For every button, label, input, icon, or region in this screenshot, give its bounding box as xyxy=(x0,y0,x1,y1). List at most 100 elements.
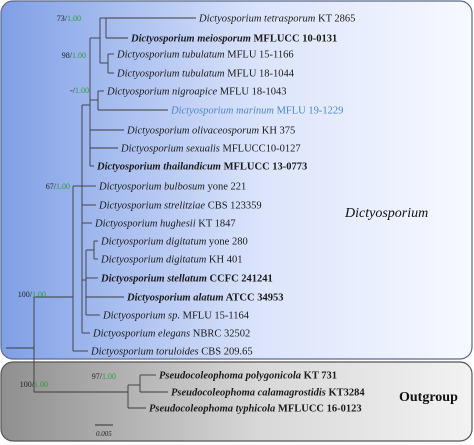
taxon-name: Dictyosporium meiosporum xyxy=(130,34,251,45)
taxon-name: Dictyosporium nigroapice xyxy=(106,87,217,98)
taxon-label: Dictyosporium marinum MFLU 19-1229 xyxy=(170,106,343,117)
support-separator: / xyxy=(30,290,33,299)
support-value: 100/1.00 xyxy=(20,380,48,389)
taxon-strain: KH 401 xyxy=(206,255,242,266)
taxon-strain: yone 280 xyxy=(206,237,247,248)
scale-bar-label: 0.005 xyxy=(96,430,112,438)
taxon-label: Dictyosporium tubulatum MFLU 18-1044 xyxy=(116,69,295,80)
taxon-label: Pseudocoleophoma calamagrostidis KT3284 xyxy=(171,388,365,399)
ml-bootstrap: 100 xyxy=(20,380,32,389)
support-separator: / xyxy=(32,380,35,389)
taxon-label: Dictyosporium tetrasporum KT 2865 xyxy=(198,14,355,25)
taxon-strain: MFLUCC 16-0123 xyxy=(275,404,361,415)
taxon-strain: CBS 123359 xyxy=(205,201,262,212)
taxon-strain: KT 731 xyxy=(301,371,337,382)
taxon-label: Dictyosporium tubulatum MFLU 15-1166 xyxy=(116,50,294,61)
ml-bootstrap: - xyxy=(70,86,73,95)
taxon-label: Pseudocoleophoma polygonicola KT 731 xyxy=(159,371,337,382)
taxon-name: Dictyosporium strelitziae xyxy=(98,201,205,212)
support-value: 100/1.00 xyxy=(18,290,46,299)
taxon-name: Dictyosporium toruloides xyxy=(90,347,199,358)
taxon-name: Dictyosporium stellatum xyxy=(100,274,207,285)
taxon-strain: NBRC 32502 xyxy=(190,329,250,340)
taxon-labels: Dictyosporium tetrasporum KT 2865Dictyos… xyxy=(90,14,365,415)
support-value: 98/1.00 xyxy=(62,51,86,60)
taxon-name: Dictyosporium bulbosum xyxy=(98,182,205,193)
ml-bootstrap: 73 xyxy=(57,14,65,23)
posterior-probability: 1.00 xyxy=(67,14,81,23)
taxon-strain: KT 2865 xyxy=(315,14,355,25)
taxon-label: Dictyosporium digitatum yone 280 xyxy=(100,237,248,248)
taxon-name: Pseudocoleophoma polygonicola xyxy=(159,371,301,382)
taxon-name: Dictyosporium elegans xyxy=(92,329,190,340)
taxon-label: Dictyosporium alatum ATCC 34953 xyxy=(126,293,283,304)
taxon-strain: KH 375 xyxy=(259,126,295,137)
taxon-name: Dictyosporium alatum xyxy=(126,293,224,304)
taxon-name: Dictyosporium sp. xyxy=(102,311,180,322)
support-separator: / xyxy=(54,182,57,191)
taxon-label: Dictyosporium sexualis MFLUCC10-0127 xyxy=(120,144,301,155)
support-value: 73/1.00 xyxy=(57,14,81,23)
support-separator: / xyxy=(70,51,73,60)
taxon-name: Dictyosporium hughesii xyxy=(94,219,196,230)
posterior-probability: 1.00 xyxy=(34,380,48,389)
taxon-strain: ATCC 34953 xyxy=(224,293,284,304)
support-separator: / xyxy=(100,372,103,381)
support-separator: / xyxy=(73,86,76,95)
taxon-strain: MFLU 15-1166 xyxy=(225,50,294,61)
taxon-label: Dictyosporium digitatum KH 401 xyxy=(100,255,242,266)
outgroup-background xyxy=(0,361,473,442)
taxon-label: Dictyosporium hughesii KT 1847 xyxy=(94,219,236,230)
taxon-name: Dictyosporium tetrasporum xyxy=(198,14,316,25)
taxon-name: Dictyosporium tubulatum xyxy=(116,69,225,80)
taxon-strain: KT 1847 xyxy=(196,219,236,230)
taxon-name: Pseudocoleophoma typhicola xyxy=(149,404,275,415)
taxon-name: Dictyosporium digitatum xyxy=(100,255,207,266)
support-separator: / xyxy=(65,14,68,23)
taxon-label: Dictyosporium thailandicum MFLUCC 13-077… xyxy=(96,162,307,173)
ingroup-background xyxy=(0,0,473,360)
support-value: 97/1.00 xyxy=(92,372,116,381)
posterior-probability: 1.00 xyxy=(32,290,46,299)
taxon-name: Dictyosporium marinum xyxy=(170,106,274,117)
taxon-label: Dictyosporium elegans NBRC 32502 xyxy=(92,329,250,340)
taxon-strain: yone 221 xyxy=(205,182,246,193)
taxon-strain: MFLU 18-1044 xyxy=(225,69,295,80)
ml-bootstrap: 98 xyxy=(62,51,70,60)
taxon-label: Dictyosporium toruloides CBS 209.65 xyxy=(90,347,253,358)
ml-bootstrap: 97 xyxy=(92,372,100,381)
taxon-name: Dictyosporium digitatum xyxy=(100,237,207,248)
posterior-probability: 1.00 xyxy=(56,182,70,191)
taxon-label: Dictyosporium meiosporum MFLUCC 10-0131 xyxy=(130,34,337,45)
outgroup-label: Outgroup xyxy=(399,390,458,405)
taxon-strain: MFLU 15-1164 xyxy=(180,311,250,322)
taxon-strain: CCFC 241241 xyxy=(207,274,273,285)
taxon-label: Dictyosporium nigroapice MFLU 18-1043 xyxy=(106,87,287,98)
taxon-name: Dictyosporium olivaceosporum xyxy=(126,126,260,137)
taxon-strain: MFLU 18-1043 xyxy=(217,87,286,98)
taxon-label: Dictyosporium bulbosum yone 221 xyxy=(98,182,246,193)
taxon-strain: MFLUCC 13-0773 xyxy=(221,162,307,173)
taxon-name: Dictyosporium thailandicum xyxy=(96,162,221,173)
ml-bootstrap: 67 xyxy=(46,182,54,191)
taxon-strain: MFLUCC 10-0131 xyxy=(251,34,337,45)
taxon-name: Dictyosporium sexualis xyxy=(120,144,220,155)
tree-branches xyxy=(6,17,196,409)
taxon-strain: MFLUCC10-0127 xyxy=(220,144,301,155)
taxon-label: Dictyosporium olivaceosporum KH 375 xyxy=(126,126,295,137)
posterior-probability: 1.00 xyxy=(72,51,86,60)
taxon-label: Dictyosporium strelitziae CBS 123359 xyxy=(98,201,262,212)
ingroup-label: Dictyosporium xyxy=(344,206,428,221)
taxon-name: Dictyosporium tubulatum xyxy=(116,50,225,61)
taxon-strain: MFLU 19-1229 xyxy=(274,106,343,117)
taxon-name: Pseudocoleophoma calamagrostidis xyxy=(171,388,326,399)
support-values: 73/1.0098/1.00-/1.0067/1.00100/1.00100/1… xyxy=(18,14,116,389)
taxon-label: Dictyosporium sp. MFLU 15-1164 xyxy=(102,311,250,322)
ml-bootstrap: 100 xyxy=(18,290,30,299)
taxon-label: Pseudocoleophoma typhicola MFLUCC 16-012… xyxy=(149,404,362,415)
taxon-strain: KT3284 xyxy=(326,388,366,399)
taxon-label: Dictyosporium stellatum CCFC 241241 xyxy=(100,274,273,285)
taxon-strain: CBS 209.65 xyxy=(199,347,253,358)
